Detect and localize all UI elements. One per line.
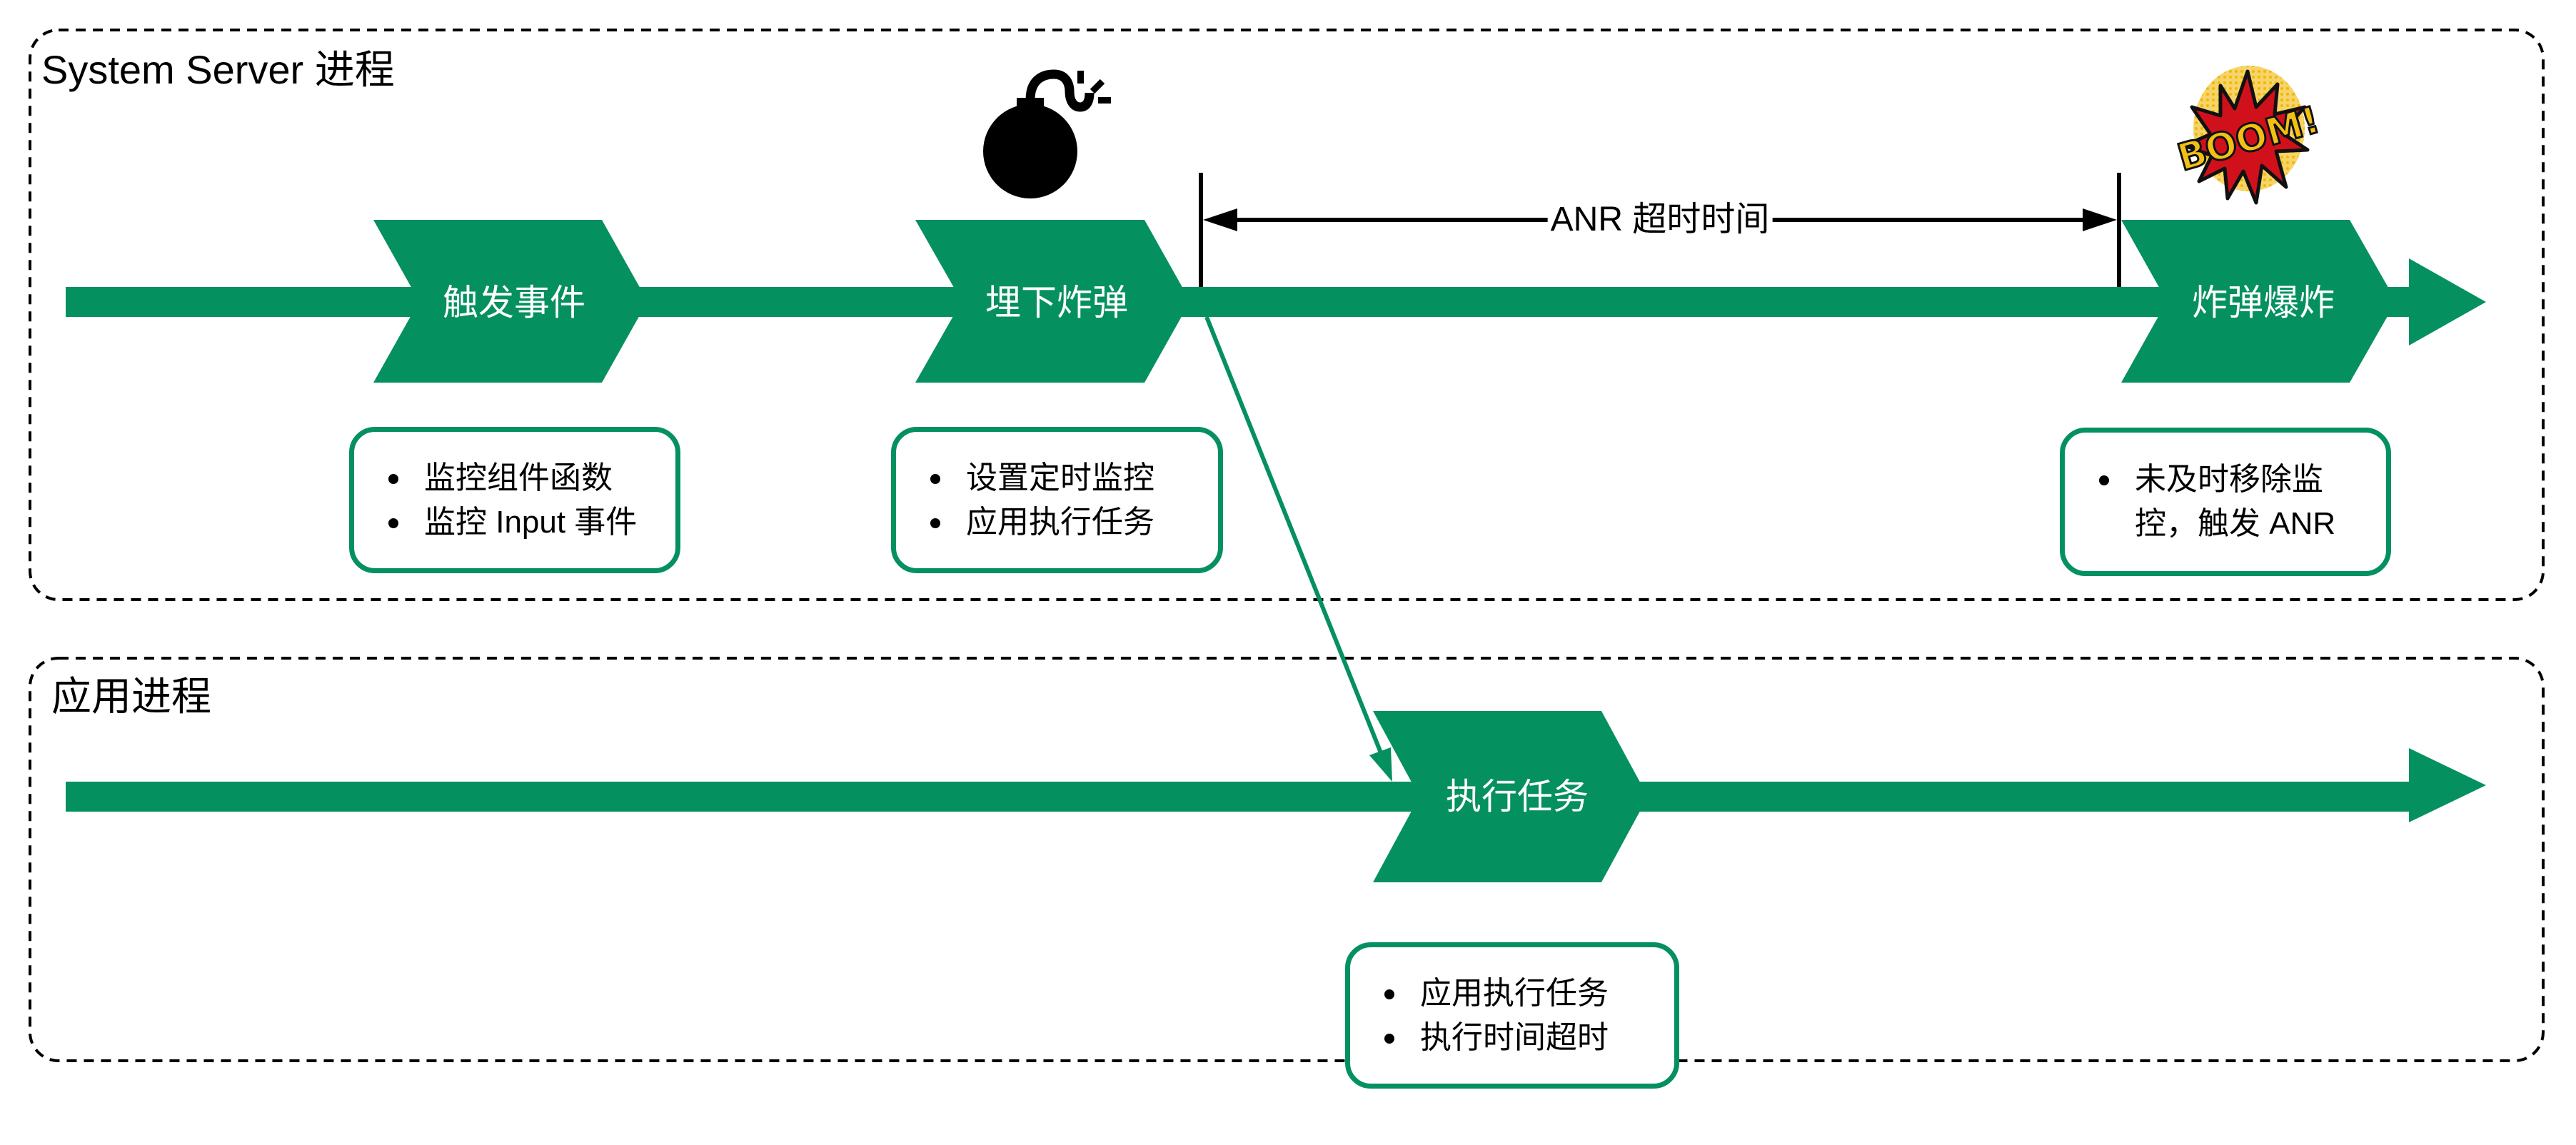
step-label-trigger-event: 触发事件 <box>443 283 585 323</box>
step-chevron-bomb-explode[interactable] <box>2121 220 2396 383</box>
note-item: 监控 Input 事件 <box>388 500 637 545</box>
dispatch-connector-line <box>1204 316 1385 760</box>
app-process-timeline <box>66 782 2415 812</box>
system-server-timeline-arrowhead <box>2409 258 2486 345</box>
system-server-lane-title: System Server 进程 <box>41 47 395 92</box>
bomb-icon <box>983 69 1111 198</box>
app-process-lane-title: 应用进程 <box>51 674 211 719</box>
app-process-timeline-arrowhead <box>2409 748 2486 822</box>
anr-arrow-right-icon <box>2083 208 2117 231</box>
note-trigger-event: 监控组件函数 监控 Input 事件 <box>349 427 680 573</box>
anr-arrow-left-icon <box>1203 208 1237 231</box>
step-chevron-execute-task[interactable] <box>1373 711 1648 882</box>
system-server-lane <box>29 29 2545 601</box>
step-label-plant-bomb: 埋下炸弹 <box>985 283 1128 323</box>
note-item: 执行时间超时 <box>1384 1016 1609 1060</box>
app-process-lane <box>29 657 2545 1062</box>
step-chevron-trigger-event[interactable] <box>373 220 648 383</box>
step-chevron-plant-bomb[interactable] <box>915 220 1190 383</box>
dispatch-connector-arrowhead <box>1369 747 1392 782</box>
note-item: 应用执行任务 <box>1384 972 1609 1016</box>
note-item: 监控组件函数 <box>388 456 637 500</box>
note-item: 应用执行任务 <box>930 500 1154 545</box>
step-label-execute-task: 执行任务 <box>1446 777 1589 817</box>
note-item: 设置定时监控 <box>930 456 1154 500</box>
step-label-bomb-explode: 炸弹爆炸 <box>2192 283 2335 323</box>
note-plant-bomb: 设置定时监控 应用执行任务 <box>891 427 1223 573</box>
note-item: 未及时移除监控，触发 ANR <box>2099 458 2349 546</box>
note-execute-task: 应用执行任务 执行时间超时 <box>1345 942 1679 1089</box>
note-bomb-explode: 未及时移除监控，触发 ANR <box>2060 428 2391 576</box>
boom-explosion-icon: BOOM! <box>2172 66 2325 205</box>
anr-timeout-label: ANR 超时时间 <box>1547 203 1773 237</box>
